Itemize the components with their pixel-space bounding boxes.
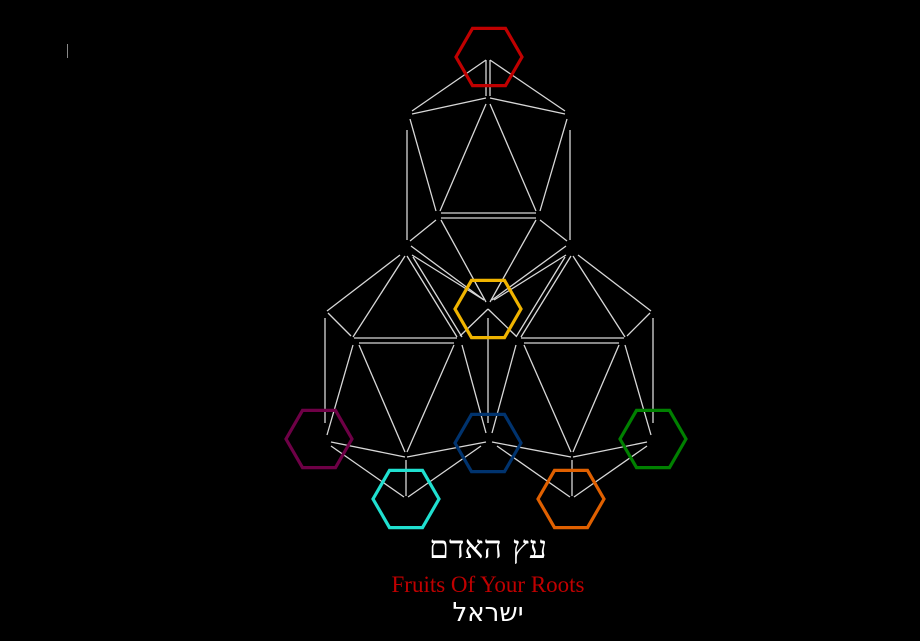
wireframe-line — [406, 255, 458, 338]
wireframe-line — [461, 344, 487, 434]
wireframe-line — [326, 344, 354, 436]
hexagon-node-center — [453, 278, 523, 340]
wireframe-line — [493, 254, 567, 301]
wireframe-line — [539, 219, 568, 242]
wireframe-line — [496, 445, 571, 498]
wireframe-line — [491, 344, 517, 434]
wireframe-line — [407, 445, 482, 498]
hexagon-node-top — [454, 26, 524, 88]
wireframe-line — [440, 219, 487, 303]
wireframe-line — [406, 441, 487, 458]
wireframe-line — [487, 308, 517, 337]
wireframe-line — [330, 441, 406, 458]
wireframe-line — [412, 256, 463, 338]
wireframe-line — [523, 344, 572, 453]
wireframe-line — [352, 255, 406, 338]
wireframe-line — [459, 308, 489, 337]
hebrew-footer: ישראל — [452, 598, 524, 628]
wireframe-line — [410, 245, 485, 301]
wireframe-line — [539, 118, 568, 212]
wireframe-line — [572, 441, 648, 458]
hexagon-nodes — [284, 26, 688, 530]
hexagon-node-middle-lower — [453, 412, 523, 474]
hexagon-node-bottom-right — [536, 468, 606, 530]
wireframe-line — [327, 312, 352, 337]
hexagon-node-right — [618, 408, 688, 470]
hebrew-title: עץ האדם — [429, 528, 547, 566]
wireframe-line — [411, 59, 487, 112]
wireframe-line — [489, 219, 537, 303]
wireframe-line — [626, 312, 651, 337]
hexagon-node-left — [284, 408, 354, 470]
wireframe-line — [515, 256, 566, 338]
wireframe-line — [409, 118, 437, 212]
wireframe-line — [358, 344, 406, 453]
wireframe-line — [326, 254, 401, 312]
wireframe-line — [489, 59, 566, 112]
subtitle: Fruits Of Your Roots — [391, 572, 585, 597]
wireframe-line — [573, 445, 648, 498]
wireframe-line — [491, 441, 572, 458]
cursor-mark — [67, 44, 68, 58]
wireframe-line — [409, 219, 437, 242]
hexagon-node-bottom-left — [371, 468, 441, 530]
wireframe-line — [411, 254, 485, 301]
wireframe-line — [439, 103, 487, 212]
wireframe-line — [489, 103, 537, 212]
wireframe-line — [577, 254, 652, 312]
wireframe-line — [411, 97, 487, 115]
wireframe-line — [572, 255, 626, 338]
wireframe-line — [624, 344, 652, 436]
wireframe-lines — [324, 59, 654, 498]
wireframe-line — [572, 344, 620, 453]
wireframe-line — [406, 344, 455, 453]
wireframe-line — [520, 255, 572, 338]
wireframe-line — [491, 245, 567, 301]
wireframe-line — [489, 97, 566, 115]
